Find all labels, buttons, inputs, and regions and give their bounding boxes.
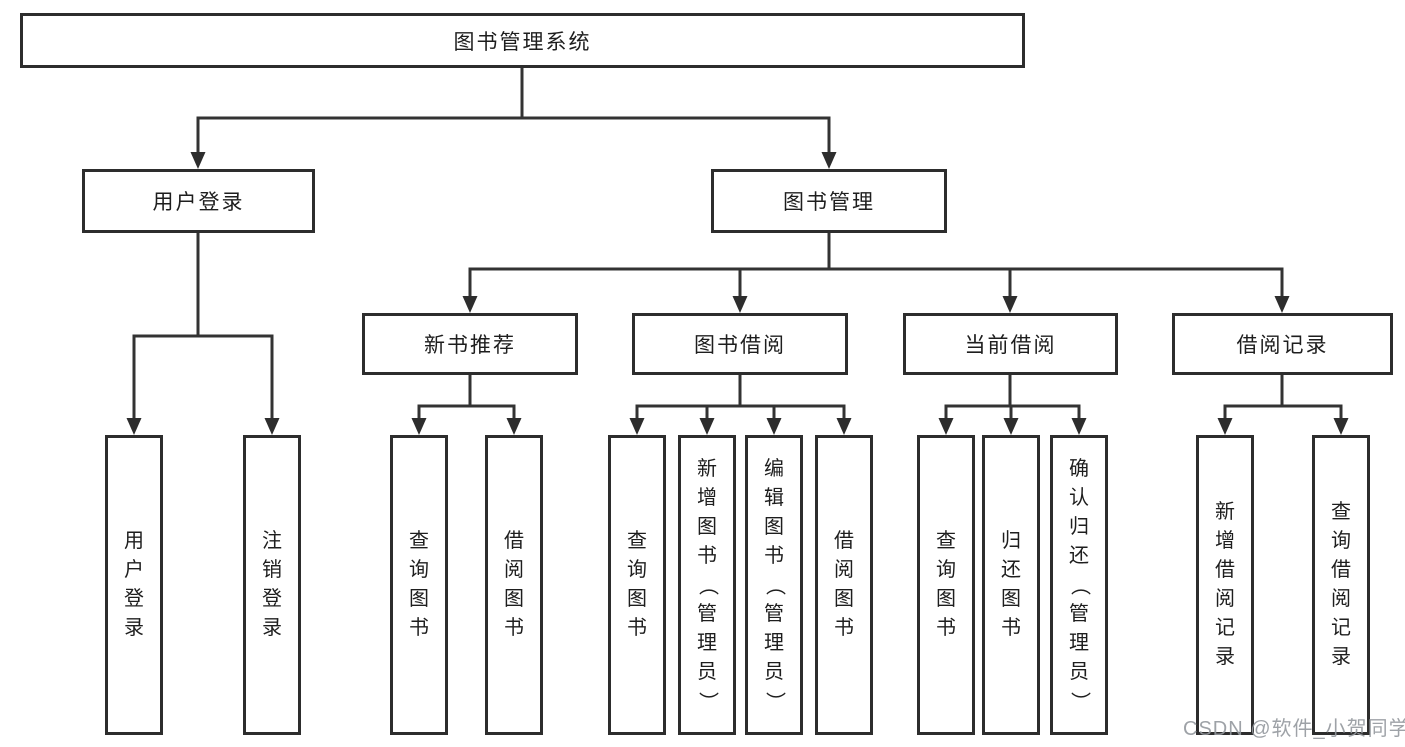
leaf-cb-confirm-return-admin-label: 确认归还（管理员） [1068,457,1091,712]
leaf-br-add-record: 新增借阅记录 [1196,435,1254,735]
node-book-mgmt-label: 图书管理 [783,191,875,214]
leaf-bb-borrow-books: 借阅图书 [815,435,873,735]
leaf-bb-borrow-books-label: 借阅图书 [834,530,854,639]
leaf-bb-edit-books-admin-label: 编辑图书（管理员） [763,457,786,712]
node-new-book-recommend: 新书推荐 [362,313,578,375]
node-user-login-label: 用户登录 [152,191,245,214]
leaf-nbr-query-books-label: 查询图书 [409,530,429,639]
csdn-watermark: CSDN @软件_小贺同学 [1183,718,1405,740]
leaf-cb-return-books: 归还图书 [982,435,1040,735]
node-book-borrow: 图书借阅 [632,313,848,375]
node-new-book-recommend-label: 新书推荐 [424,334,516,357]
leaf-nbr-borrow-books-label: 借阅图书 [504,530,524,639]
node-book-mgmt: 图书管理 [711,169,947,233]
leaf-bb-edit-books-admin: 编辑图书（管理员） [745,435,803,735]
leaf-logout: 注销登录 [243,435,301,735]
leaf-br-query-record-label: 查询借阅记录 [1331,501,1351,668]
leaf-cb-query-books: 查询图书 [917,435,975,735]
leaf-cb-confirm-return-admin: 确认归还（管理员） [1050,435,1108,735]
leaf-user-login-label: 用户登录 [124,530,144,639]
node-book-borrow-label: 图书借阅 [694,334,786,357]
node-borrow-records: 借阅记录 [1172,313,1393,375]
leaf-nbr-borrow-books: 借阅图书 [485,435,543,735]
leaf-user-login: 用户登录 [105,435,163,735]
node-user-login: 用户登录 [82,169,315,233]
leaf-bb-add-books-admin: 新增图书（管理员） [678,435,736,735]
leaf-bb-query-books: 查询图书 [608,435,666,735]
leaf-br-add-record-label: 新增借阅记录 [1215,501,1235,668]
leaf-br-query-record: 查询借阅记录 [1312,435,1370,735]
node-current-borrow-label: 当前借阅 [964,334,1057,357]
node-current-borrow: 当前借阅 [903,313,1118,375]
node-root: 图书管理系统 [20,13,1025,68]
leaf-logout-label: 注销登录 [262,530,282,639]
leaf-bb-query-books-label: 查询图书 [627,530,647,639]
leaf-cb-return-books-label: 归还图书 [1001,530,1021,639]
node-borrow-records-label: 借阅记录 [1236,334,1329,357]
leaf-bb-add-books-admin-label: 新增图书（管理员） [696,457,719,712]
node-root-label: 图书管理系统 [453,30,592,54]
leaf-cb-query-books-label: 查询图书 [936,530,956,639]
leaf-nbr-query-books: 查询图书 [390,435,448,735]
